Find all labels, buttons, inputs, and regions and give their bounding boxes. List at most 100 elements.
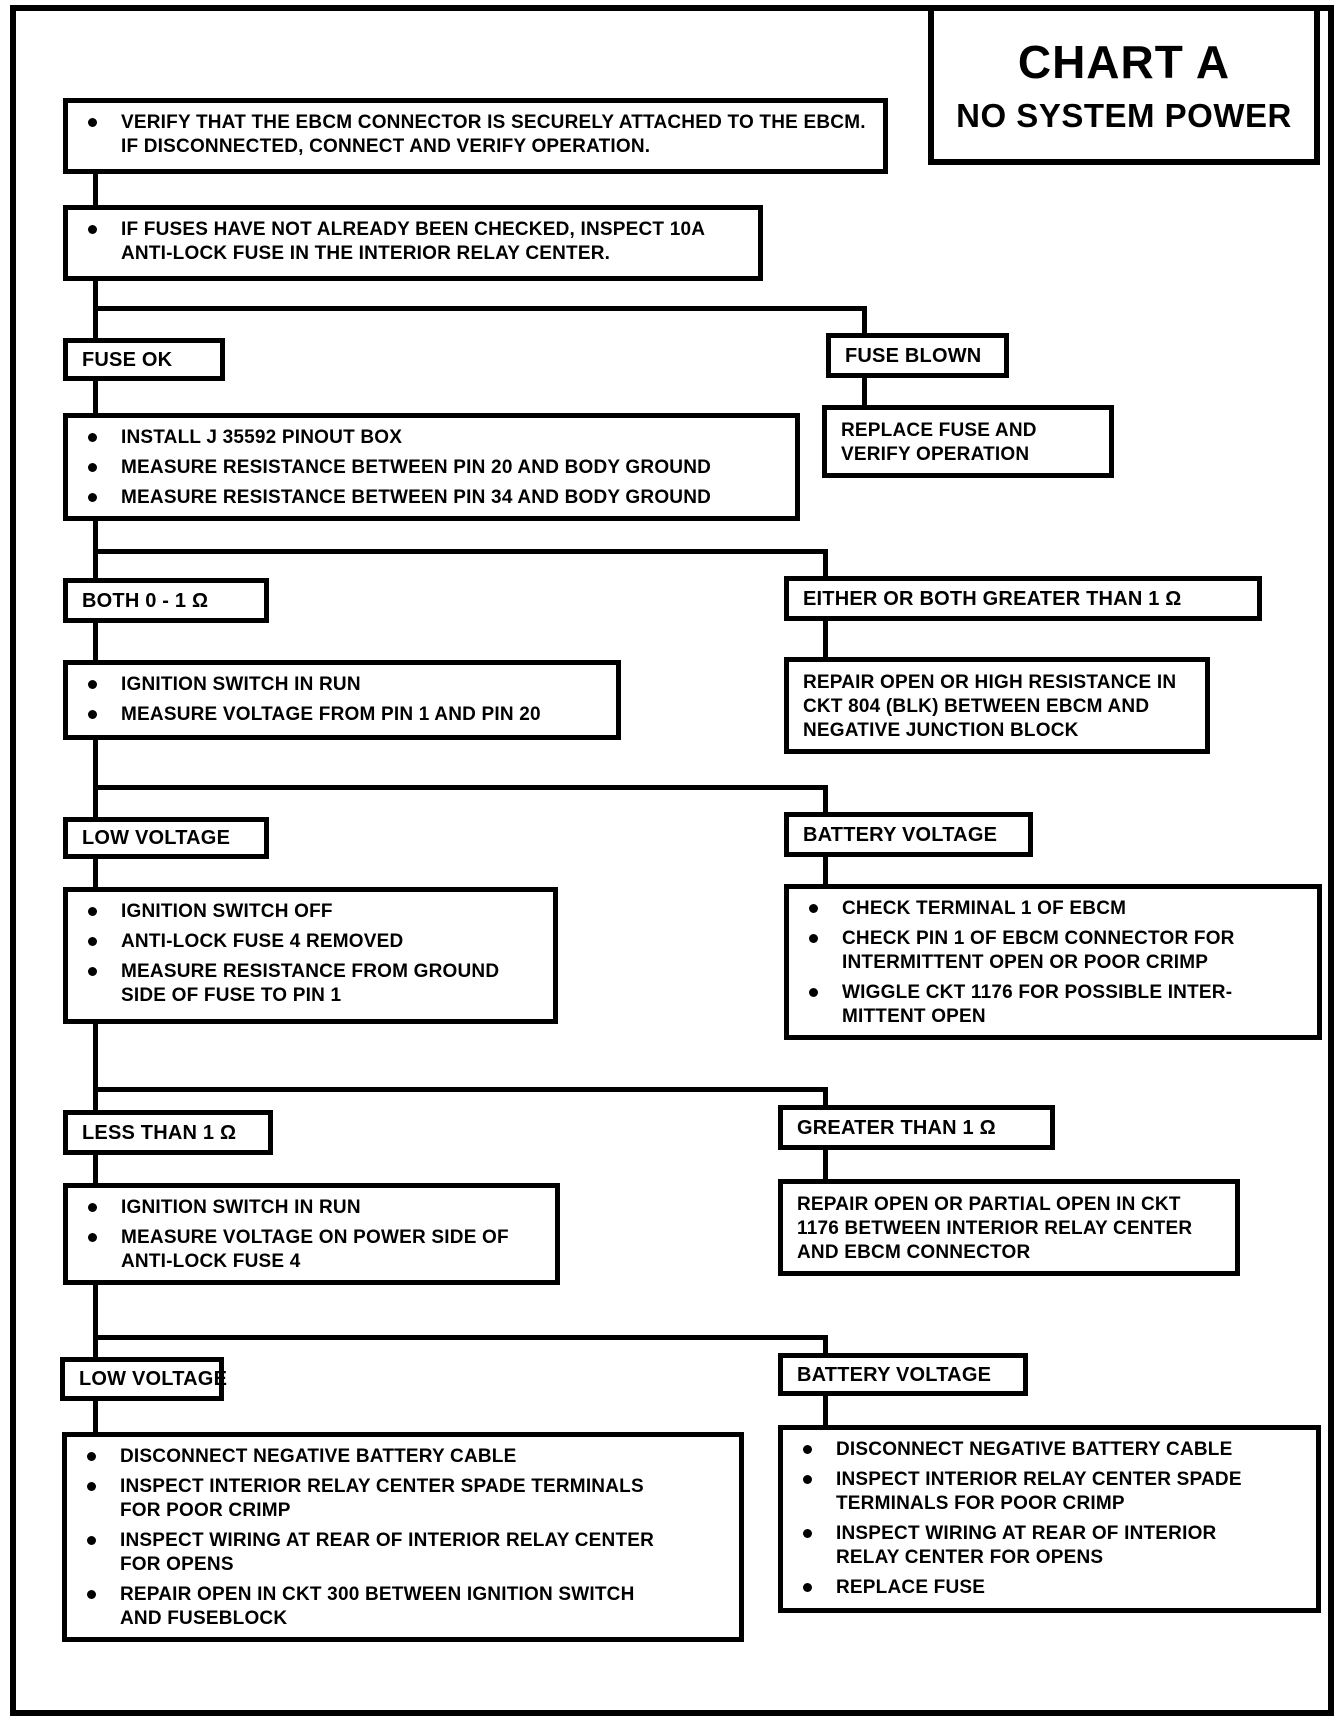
decision-label: BATTERY VOLTAGE <box>803 823 998 846</box>
list-item: WIGGLE CKT 1176 FOR POSSIBLE INTER-MITTE… <box>793 981 1307 1029</box>
node-low-voltage-1: LOW VOLTAGE <box>63 817 269 859</box>
list-item: INSPECT WIRING AT REAR OF INTERIOR RELAY… <box>787 1522 1306 1570</box>
list-item: MEASURE VOLTAGE FROM PIN 1 AND PIN 20 <box>72 703 606 727</box>
list-item: REPAIR OPEN IN CKT 300 BETWEEN IGNITION … <box>71 1583 729 1631</box>
node-text: REPLACE FUSE AND VERIFY OPERATION <box>841 420 1037 465</box>
list-item: CHECK TERMINAL 1 OF EBCM <box>793 897 1307 921</box>
node-text: MEASURE RESISTANCE BETWEEN PIN 34 AND BO… <box>121 487 712 508</box>
bullet-icon <box>87 1452 96 1461</box>
list-item: VERIFY THAT THE EBCM CONNECTOR IS SECURE… <box>72 111 873 159</box>
list-item: INSTALL J 35592 PINOUT BOX <box>72 426 785 450</box>
connector-line <box>862 306 867 341</box>
node-text: WIGGLE CKT 1176 FOR POSSIBLE INTER-MITTE… <box>842 982 1233 1027</box>
node-check-terminal: CHECK TERMINAL 1 OF EBCM CHECK PIN 1 OF … <box>784 884 1322 1040</box>
bullet-icon <box>809 934 818 943</box>
connector-line <box>93 1016 98 1118</box>
bullet-icon <box>88 937 97 946</box>
list-item: IGNITION SWITCH OFF <box>72 900 543 924</box>
bullet-icon <box>87 1590 96 1599</box>
node-replace-fuse: REPLACE FUSE AND VERIFY OPERATION <box>822 405 1114 478</box>
node-text: MEASURE RESISTANCE FROM GROUND SIDE OF F… <box>121 961 500 1006</box>
bullet-icon <box>803 1529 812 1538</box>
node-fuse-blown: FUSE BLOWN <box>826 333 1009 378</box>
connector-line <box>93 1147 98 1191</box>
connector-line <box>823 1142 828 1187</box>
node-text: IF FUSES HAVE NOT ALREADY BEEN CHECKED, … <box>121 219 705 264</box>
decision-label: EITHER OR BOTH GREATER THAN 1 Ω <box>803 587 1182 610</box>
decision-label: LOW VOLTAGE <box>79 1368 228 1390</box>
node-both-0-1-ohm: BOTH 0 - 1 Ω <box>63 578 269 623</box>
node-battery-voltage-1: BATTERY VOLTAGE <box>784 812 1033 857</box>
node-ignition-run-1: IGNITION SWITCH IN RUN MEASURE VOLTAGE F… <box>63 660 621 740</box>
connector-line <box>93 1087 828 1092</box>
connector-line <box>93 372 98 421</box>
bullet-icon <box>803 1583 812 1592</box>
node-low-voltage-2: LOW VOLTAGE <box>60 1357 228 1401</box>
connector-line <box>823 549 828 584</box>
bullet-icon <box>88 493 97 502</box>
list-item: DISCONNECT NEGATIVE BATTERY CABLE <box>787 1438 1306 1462</box>
node-text: MEASURE VOLTAGE ON POWER SIDE OF ANTI-LO… <box>121 1227 509 1272</box>
connector-line <box>93 785 828 790</box>
node-battery-voltage-2: BATTERY VOLTAGE <box>778 1353 1028 1396</box>
bullet-icon <box>88 463 97 472</box>
bullet-icon <box>809 988 818 997</box>
node-install-pinout: INSTALL J 35592 PINOUT BOX MEASURE RESIS… <box>63 413 800 521</box>
node-verify-ebcm: VERIFY THAT THE EBCM CONNECTOR IS SECURE… <box>63 98 888 174</box>
bullet-icon <box>88 680 97 689</box>
node-text: INSPECT INTERIOR RELAY CENTER SPADE TERM… <box>120 1476 644 1521</box>
connector-line <box>93 615 98 668</box>
list-item: ANTI-LOCK FUSE 4 REMOVED <box>72 930 543 954</box>
chart-title: CHART A <box>1017 35 1231 88</box>
node-text: REPLACE FUSE <box>836 1577 986 1598</box>
bullet-icon <box>88 710 97 719</box>
bullet-icon <box>803 1475 812 1484</box>
decision-label: GREATER THAN 1 Ω <box>797 1116 996 1139</box>
node-text: VERIFY THAT THE EBCM CONNECTOR IS SECURE… <box>121 112 866 157</box>
node-text: ANTI-LOCK FUSE 4 REMOVED <box>121 931 404 952</box>
bullet-icon <box>88 1233 97 1242</box>
decision-label: BATTERY VOLTAGE <box>797 1363 992 1386</box>
node-ignition-off: IGNITION SWITCH OFF ANTI-LOCK FUSE 4 REM… <box>63 887 558 1024</box>
list-item: CHECK PIN 1 OF EBCM CONNECTOR FOR INTERM… <box>793 927 1307 975</box>
decision-label: FUSE OK <box>82 348 173 371</box>
connector-line <box>823 849 828 892</box>
decision-label: LESS THAN 1 Ω <box>82 1121 237 1144</box>
decision-label: FUSE BLOWN <box>845 344 982 367</box>
node-repair-ckt804: REPAIR OPEN OR HIGH RESISTANCE IN CKT 80… <box>784 657 1210 754</box>
bullet-icon <box>88 967 97 976</box>
connector-line <box>93 1393 98 1440</box>
list-item: DISCONNECT NEGATIVE BATTERY CABLE <box>71 1445 729 1469</box>
decision-label: LOW VOLTAGE <box>82 827 231 849</box>
node-text: INSTALL J 35592 PINOUT BOX <box>121 427 403 448</box>
bullet-icon <box>803 1445 812 1454</box>
connector-line <box>93 306 867 311</box>
node-greater-than-1-ohm: GREATER THAN 1 Ω <box>778 1105 1055 1150</box>
list-item: IF FUSES HAVE NOT ALREADY BEEN CHECKED, … <box>72 218 748 266</box>
connector-line <box>823 1087 828 1113</box>
list-item: IGNITION SWITCH IN RUN <box>72 1196 545 1220</box>
page-border <box>10 5 1334 1716</box>
list-item: MEASURE RESISTANCE FROM GROUND SIDE OF F… <box>72 960 543 1008</box>
connector-line <box>823 785 828 820</box>
chart-subtitle: NO SYSTEM POWER <box>956 96 1292 134</box>
connector-line <box>93 1273 98 1365</box>
connector-line <box>93 549 828 554</box>
node-text: MEASURE VOLTAGE FROM PIN 1 AND PIN 20 <box>121 704 541 725</box>
bullet-icon <box>87 1482 96 1491</box>
node-final-right: DISCONNECT NEGATIVE BATTERY CABLE INSPEC… <box>778 1425 1321 1613</box>
node-text: INSPECT WIRING AT REAR OF INTERIOR RELAY… <box>836 1523 1217 1568</box>
connector-line <box>93 851 98 895</box>
node-text: IGNITION SWITCH IN RUN <box>121 674 361 695</box>
node-text: INSPECT INTERIOR RELAY CENTER SPADE TERM… <box>836 1469 1242 1514</box>
list-item: IGNITION SWITCH IN RUN <box>72 673 606 697</box>
bullet-icon <box>88 907 97 916</box>
connector-line <box>862 370 867 413</box>
bullet-icon <box>88 225 97 234</box>
connector-line <box>93 164 98 213</box>
list-item: INSPECT INTERIOR RELAY CENTER SPADE TERM… <box>71 1475 729 1523</box>
bullet-icon <box>87 1536 96 1545</box>
connector-line <box>823 613 828 665</box>
node-text: MEASURE RESISTANCE BETWEEN PIN 20 AND BO… <box>121 457 712 478</box>
